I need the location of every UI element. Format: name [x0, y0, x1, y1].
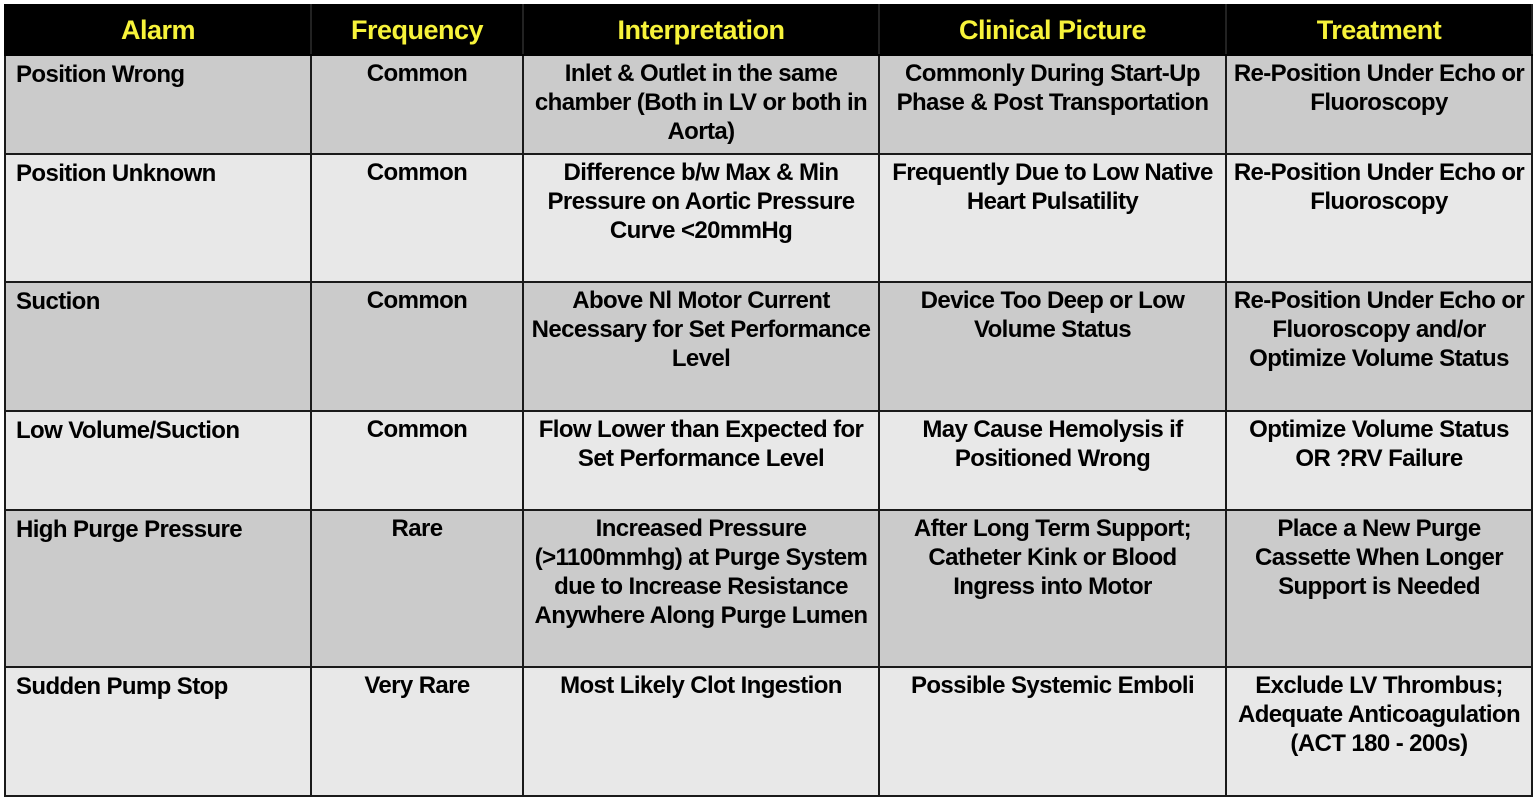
- header-clinical-picture: Clinical Picture: [878, 4, 1227, 56]
- cell-treatment: Re-Position Under Echo or Fluoroscopy an…: [1225, 281, 1533, 412]
- header-alarm: Alarm: [4, 4, 312, 56]
- cell-alarm: Sudden Pump Stop: [4, 666, 312, 797]
- header-treatment: Treatment: [1225, 4, 1533, 56]
- cell-frequency: Common: [310, 153, 524, 283]
- alarm-table: Alarm Frequency Interpretation Clinical …: [4, 4, 1533, 797]
- table-row: Low Volume/Suction Common Flow Lower tha…: [4, 410, 1533, 511]
- cell-treatment: Place a New Purge Cassette When Longer S…: [1225, 509, 1533, 668]
- header-interpretation: Interpretation: [522, 4, 880, 56]
- cell-clinical-picture: After Long Term Support; Catheter Kink o…: [878, 509, 1227, 668]
- cell-clinical-picture: Possible Systemic Emboli: [878, 666, 1227, 797]
- cell-alarm: Suction: [4, 281, 312, 412]
- cell-frequency: Common: [310, 410, 524, 511]
- header-frequency: Frequency: [310, 4, 524, 56]
- table-row: Position Unknown Common Difference b/w M…: [4, 153, 1533, 283]
- cell-frequency: Common: [310, 54, 524, 155]
- cell-frequency: Common: [310, 281, 524, 412]
- cell-clinical-picture: Device Too Deep or Low Volume Status: [878, 281, 1227, 412]
- cell-treatment: Re-Position Under Echo or Fluoroscopy: [1225, 54, 1533, 155]
- cell-clinical-picture: Commonly During Start-Up Phase & Post Tr…: [878, 54, 1227, 155]
- cell-interpretation: Inlet & Outlet in the same chamber (Both…: [522, 54, 880, 155]
- cell-frequency: Rare: [310, 509, 524, 668]
- table-header-row: Alarm Frequency Interpretation Clinical …: [4, 4, 1533, 56]
- cell-alarm: Position Unknown: [4, 153, 312, 283]
- cell-treatment: Re-Position Under Echo or Fluoroscopy: [1225, 153, 1533, 283]
- table-row: Sudden Pump Stop Very Rare Most Likely C…: [4, 666, 1533, 797]
- cell-alarm: Low Volume/Suction: [4, 410, 312, 511]
- alarm-table-container: Alarm Frequency Interpretation Clinical …: [4, 4, 1533, 797]
- table-row: Position Wrong Common Inlet & Outlet in …: [4, 54, 1533, 155]
- cell-interpretation: Most Likely Clot Ingestion: [522, 666, 880, 797]
- cell-interpretation: Flow Lower than Expected for Set Perform…: [522, 410, 880, 511]
- cell-clinical-picture: May Cause Hemolysis if Positioned Wrong: [878, 410, 1227, 511]
- cell-interpretation: Above Nl Motor Current Necessary for Set…: [522, 281, 880, 412]
- cell-alarm: Position Wrong: [4, 54, 312, 155]
- table-row: Suction Common Above Nl Motor Current Ne…: [4, 281, 1533, 412]
- cell-frequency: Very Rare: [310, 666, 524, 797]
- cell-interpretation: Increased Pressure (>1100mmhg) at Purge …: [522, 509, 880, 668]
- cell-alarm: High Purge Pressure: [4, 509, 312, 668]
- cell-interpretation: Difference b/w Max & Min Pressure on Aor…: [522, 153, 880, 283]
- cell-treatment: Exclude LV Thrombus; Adequate Anticoagul…: [1225, 666, 1533, 797]
- cell-clinical-picture: Frequently Due to Low Native Heart Pulsa…: [878, 153, 1227, 283]
- cell-treatment: Optimize Volume Status OR ?RV Failure: [1225, 410, 1533, 511]
- table-row: High Purge Pressure Rare Increased Press…: [4, 509, 1533, 668]
